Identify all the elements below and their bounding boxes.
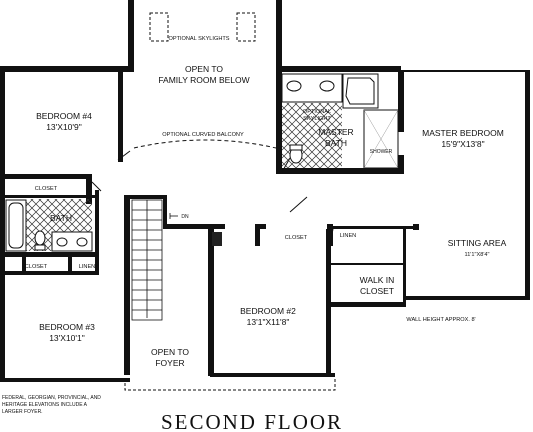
open-family-label-2: FAMILY ROOM BELOW <box>158 75 249 85</box>
balcony-label: OPTIONAL CURVED BALCONY <box>162 132 244 138</box>
hall-toilet <box>34 230 46 246</box>
master-sink-2 <box>319 80 335 92</box>
chimney-block <box>212 232 222 246</box>
linen-center-label: LINEN <box>340 233 356 239</box>
bedroom4-size: 13'X10'9" <box>46 122 82 132</box>
closet-left-label: CLOSET <box>25 264 48 270</box>
optional-skylight-label-1: OPTIONAL <box>303 109 331 115</box>
curved-balcony-line <box>133 139 277 149</box>
sitting-area-size: 11'1"X8'4" <box>465 252 490 258</box>
foyer-dashed-outline <box>124 377 336 391</box>
bath-label: BATH <box>50 213 72 223</box>
bedroom2-size: 13'1"X11'8" <box>247 317 290 327</box>
closet-top-left-label: CLOSET <box>35 186 58 192</box>
bedroom2-name: BEDROOM #2 <box>240 306 296 316</box>
master-vanity <box>281 73 343 103</box>
shower-cross <box>363 109 399 169</box>
bedroom3-size: 13'X10'1" <box>49 333 85 343</box>
footnote-line-2: HERITAGE ELEVATIONS INCLUDE A <box>2 402 88 408</box>
shower-label: SHOWER <box>370 149 393 155</box>
footnote-line-1: FEDERAL, GEORGIAN, PROVINCIAL, AND <box>2 395 101 401</box>
hall-vanity <box>51 231 93 252</box>
open-family-label-1: OPEN TO <box>185 64 223 74</box>
bedroom4-name: BEDROOM #4 <box>36 111 92 121</box>
corner-tub-inner <box>345 77 375 105</box>
walk-in-closet-label-1: WALK IN <box>360 275 395 285</box>
hall-tub <box>5 199 27 252</box>
master-bath-label-1: MASTER <box>318 127 353 137</box>
master-sink-1 <box>286 80 302 92</box>
dn-label: DN <box>181 214 189 220</box>
sitting-area-name: SITTING AREA <box>448 238 507 248</box>
bedroom3-name: BEDROOM #3 <box>39 322 95 332</box>
open-foyer-label-1: OPEN TO <box>151 347 189 357</box>
optional-skylights-label: OPTIONAL SKYLIGHTS <box>168 36 229 42</box>
open-foyer-label-2: FOYER <box>155 358 184 368</box>
closet-center-label: CLOSET <box>285 235 308 241</box>
floor-title: SECOND FLOOR <box>161 410 343 432</box>
staircase <box>131 199 163 321</box>
walls <box>0 0 530 382</box>
master-bedroom-size: 15'9"X13'8" <box>441 139 484 149</box>
master-bedroom-name: MASTER BEDROOM <box>422 128 504 138</box>
linen-left-label: LINEN <box>79 264 95 270</box>
footnote-line-3: LARGER FOYER. <box>2 409 43 415</box>
corner-tub <box>342 73 379 109</box>
optional-skylight-label-2: SKYLIGHT <box>303 116 331 122</box>
master-bath-label-2: BATH <box>325 138 347 148</box>
shower-stall <box>363 109 399 169</box>
wall-height-label: WALL HEIGHT APPROX. 8' <box>406 317 475 323</box>
skylight-right <box>236 12 256 42</box>
walk-in-closet-label-2: CLOSET <box>360 286 394 296</box>
skylight-left <box>149 12 169 42</box>
